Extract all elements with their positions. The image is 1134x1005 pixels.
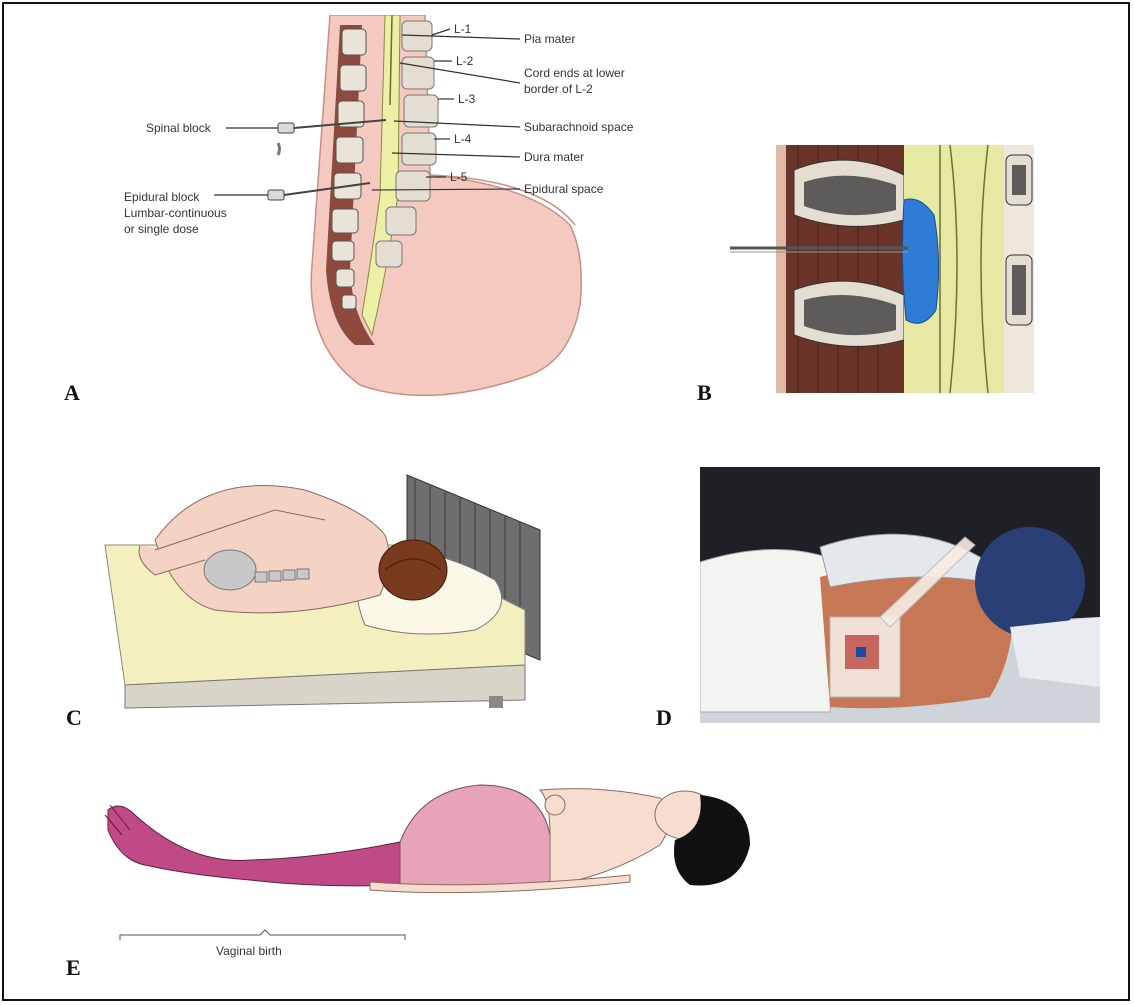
- panel-b-epidural-cross-section: [728, 140, 1038, 398]
- panel-b-letter: B: [697, 380, 712, 406]
- panel-e-supine-position-illustration: Vaginal birth: [100, 770, 760, 970]
- vertebra-label-l4: L-4: [454, 132, 472, 146]
- vertebra-upper: [794, 160, 904, 226]
- panel-a-spine-illustration: L-1 L-2 L-3 L-4 L-5 Pia mater Cord ends …: [100, 15, 660, 400]
- vertebra-label-l5: L-5: [450, 170, 468, 184]
- vaginal-birth-caption: Vaginal birth: [216, 944, 282, 958]
- panel-d-letter: D: [656, 705, 672, 731]
- panel-c-lateral-position-illustration: [95, 460, 560, 720]
- epidural-injectate: [902, 199, 938, 323]
- panel-a-letter: A: [64, 380, 80, 406]
- spinal-block-label: Spinal block: [146, 121, 212, 135]
- patient-body: [155, 486, 389, 613]
- epidural-block-label-line3: or single dose: [124, 222, 199, 236]
- epidural-block-label-line2: Lumbar-continuous: [124, 206, 227, 220]
- panel-e-letter: E: [66, 955, 81, 981]
- cord-ends-label-line2: border of L-2: [524, 82, 593, 96]
- pia-mater-label: Pia mater: [524, 32, 575, 46]
- vaginal-birth-brace: [120, 930, 405, 940]
- vertebra-label-l1: L-1: [454, 22, 472, 36]
- vertebra-label-l3: L-3: [458, 92, 476, 106]
- subarachnoid-space-label: Subarachnoid space: [524, 120, 634, 134]
- epidural-block-label-line1: Epidural block: [124, 190, 200, 204]
- patient-head: [379, 540, 447, 600]
- patient-belly: [400, 785, 550, 885]
- panel-d-epidural-catheter-photo: [700, 467, 1100, 723]
- patient-legs: [108, 806, 400, 886]
- epidural-space-label: Epidural space: [524, 182, 604, 196]
- vertebra-label-l2: L-2: [456, 54, 474, 68]
- panel-c-letter: C: [66, 705, 82, 731]
- cord-ends-label-line1: Cord ends at lower: [524, 66, 625, 80]
- dura-mater-label: Dura mater: [524, 150, 584, 164]
- vertebra-lower: [794, 281, 904, 346]
